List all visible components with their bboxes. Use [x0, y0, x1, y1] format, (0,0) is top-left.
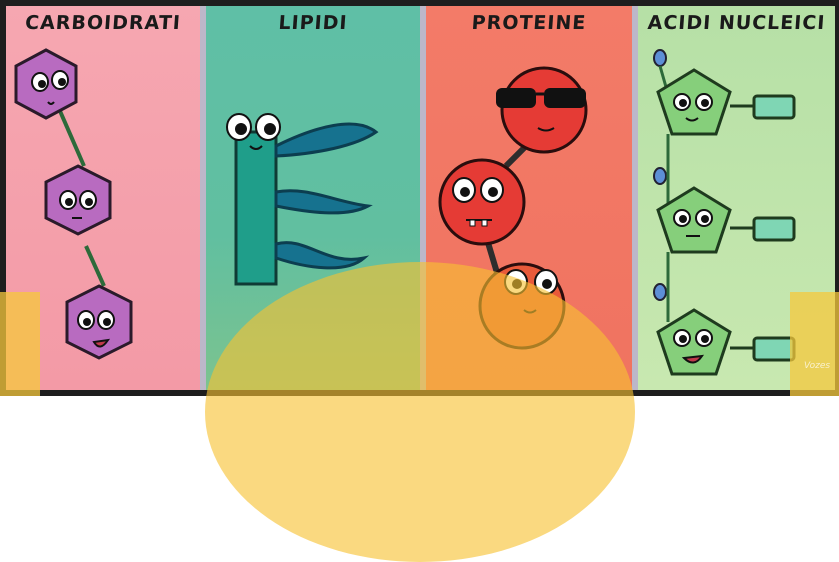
highlight-tab-left: [0, 292, 40, 396]
watermark: Vozes: [804, 361, 830, 371]
highlight-tab-right: [790, 292, 839, 396]
highlight-overlay: [205, 262, 635, 562]
